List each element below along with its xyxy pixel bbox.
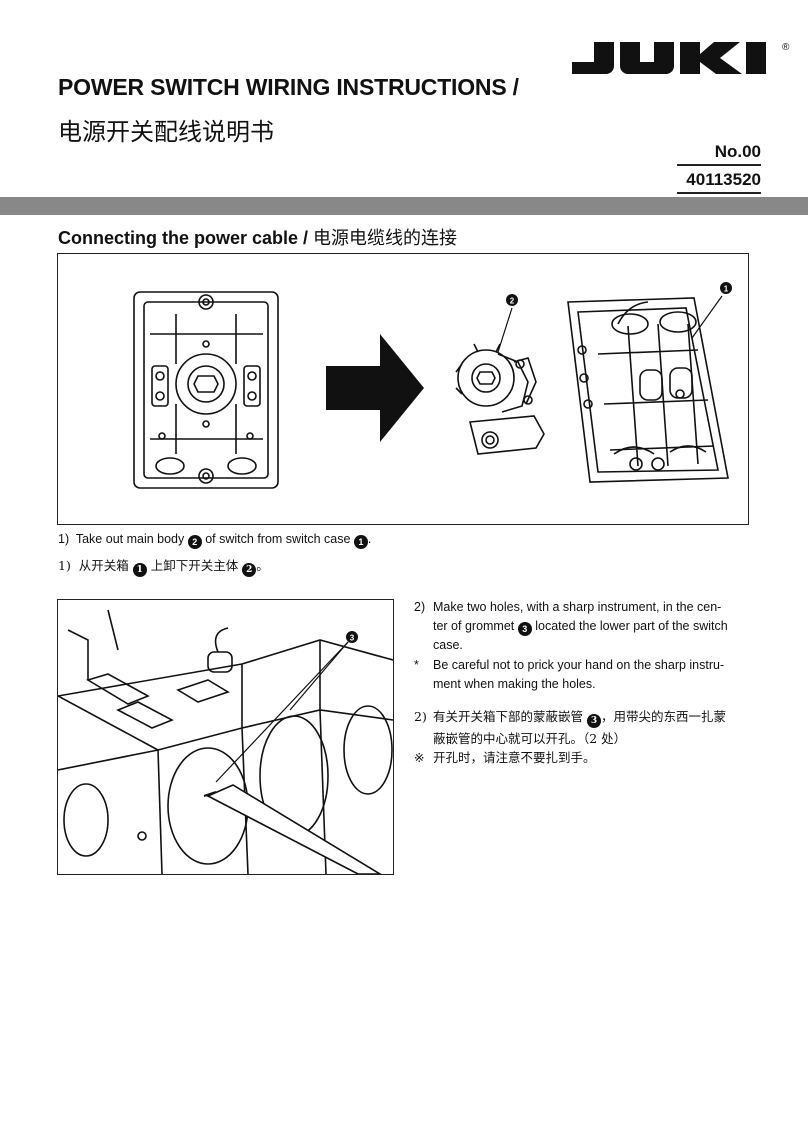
note-en-line-1: Be careful not to prick your hand on the… [433, 658, 725, 672]
callout-1 [720, 282, 732, 294]
section-title: Connecting the power cable / 电源电缆线的连接 [58, 224, 457, 250]
callout-3 [346, 631, 358, 643]
step-1-en-number: 1) [58, 532, 70, 546]
step-2-cn-line-1a: 有关开关箱下部的蒙蔽嵌管 [433, 709, 584, 724]
step-1-en-text-a: Take out main body [75, 532, 185, 546]
step-2-cn-number: 2) [414, 709, 427, 724]
registered-mark: ® [782, 42, 790, 53]
note-en-line-2: ment when making the holes. [433, 677, 596, 691]
page-title-en: POWER SWITCH WIRING INSTRUCTIONS / [58, 74, 519, 100]
step-1-cn: 1) 从开关箱 1 上卸下开关主体 2。 [58, 556, 269, 577]
note-cn-text: 开孔时，请注意不要扎到手。 [433, 750, 596, 765]
switch-main-body [455, 343, 545, 455]
step-2-en-line-2: ter of grommet 3 located the lower part … [433, 617, 748, 636]
switch-disassembly-illustration: 2 1 [133, 282, 732, 489]
step-2-cn-line-1: 有关开关箱下部的蒙蔽嵌管 3，用带尖的东西一扎蒙 [433, 706, 748, 728]
callout-3-inline-cn: 3 [587, 714, 601, 728]
callout-3-inline: 3 [517, 622, 532, 636]
switch-case-front [133, 291, 279, 489]
step-2-cn: 2) 有关开关箱下部的蒙蔽嵌管 3，用带尖的东西一扎蒙 蔽嵌管的中心就可以开孔。… [414, 706, 748, 749]
document-number-block: No.00 40113520 [677, 140, 761, 194]
page-title-cn: 电源开关配线说明书 [58, 118, 274, 146]
step-2-en-line-2a: ter of grommet [433, 619, 515, 633]
step-1-cn-text-c: 。 [256, 558, 269, 573]
step-1-en-text-b: of switch from switch case [205, 532, 351, 546]
callout-1-label: 1 [724, 285, 729, 294]
note-cn: ※ 开孔时，请注意不要扎到手。 [414, 748, 748, 767]
switch-case-open [567, 297, 729, 483]
note-en-mark: * [414, 658, 419, 672]
grommet-piercing-illustration: 3 [58, 609, 393, 874]
direction-arrow [326, 334, 424, 442]
figure-switch-disassembly: 2 1 [57, 253, 749, 525]
side-hole [63, 783, 109, 857]
section-title-cn: 电源电缆线的连接 [313, 228, 458, 249]
step-1-cn-number: 1) [58, 558, 71, 573]
note-en: * Be careful not to prick your hand on t… [414, 656, 748, 694]
step-1-cn-text-b: 上卸下开关主体 [150, 558, 239, 573]
section-title-en: Connecting the power cable / [58, 228, 309, 248]
switch-rotor [175, 353, 237, 415]
note-cn-mark: ※ [414, 750, 425, 765]
header-divider-bar [0, 197, 808, 215]
juki-logo: ® [572, 42, 790, 74]
step-2-cn-line-2: 蔽嵌管的中心就可以开孔。（2 处） [433, 731, 627, 746]
figure-grommet-piercing: 3 [57, 599, 394, 875]
step-2-en-line-2b: located the lower part of the switch [535, 619, 728, 633]
step-2-cn-line-1b: ，用带尖的东西一扎蒙 [601, 709, 727, 724]
callout-2-inline: 2 [187, 535, 202, 549]
callout-2-label: 2 [510, 297, 515, 306]
doc-number: No.00 [677, 140, 761, 166]
step-2-en: 2) Make two holes, with a sharp instrume… [414, 598, 748, 655]
callout-2 [506, 294, 518, 306]
step-2-en-line-3: case. [433, 638, 463, 652]
callout-2-inline-cn: 2 [242, 563, 257, 577]
step-1-cn-text-a: 从开关箱 [78, 558, 129, 573]
callout-1-inline: 1 [353, 535, 368, 549]
step-2-en-line-1: Make two holes, with a sharp instrument,… [433, 600, 722, 614]
part-number: 40113520 [677, 168, 761, 194]
step-2-en-number: 2) [414, 600, 426, 614]
callout-1-inline-cn: 1 [132, 563, 147, 577]
step-1-en: 1) Take out main body 2 of switch from s… [58, 530, 371, 549]
step-1-en-text-c: . [367, 532, 372, 546]
sharp-instrument [203, 784, 382, 874]
callout-3-label: 3 [350, 634, 355, 643]
